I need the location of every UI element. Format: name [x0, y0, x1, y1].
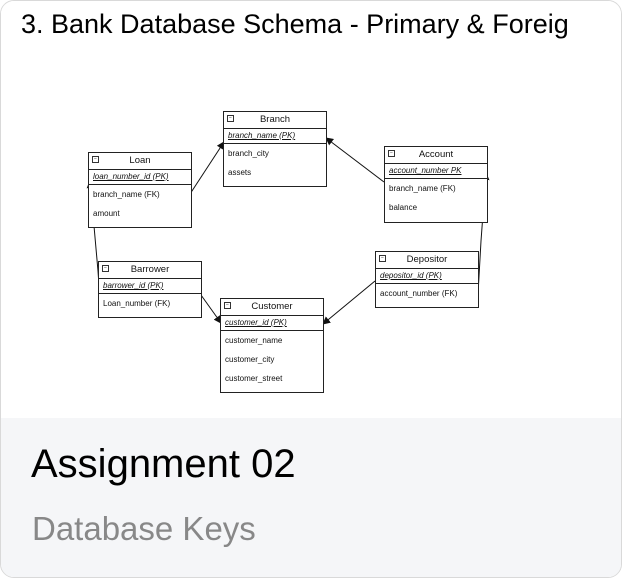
attribute: branch_name (FK) [389, 184, 456, 193]
entity-name: Loan [129, 155, 151, 166]
collapse-icon: − [227, 115, 234, 122]
card-footer: Assignment 02 Database Keys [1, 418, 621, 577]
attribute: assets [228, 168, 252, 177]
entity-account: − Account account_number PK branch_name (… [384, 146, 488, 223]
entity-name: Branch [259, 114, 291, 125]
attribute: balance [389, 203, 418, 212]
attribute: branch_city [228, 149, 269, 158]
attribute: branch_name (FK) [93, 190, 160, 199]
collapse-icon: − [92, 156, 99, 163]
entity-name: Barrower [130, 264, 170, 275]
attribute: amount [93, 209, 120, 218]
attribute: Loan_number (FK) [103, 299, 171, 308]
entity-depositor: − Depositor depositor_id (PK) account_num… [375, 251, 479, 308]
primary-key: account_number PK [385, 164, 487, 179]
entity-loan: − Loan loan_number_id (PK) branch_name (F… [88, 152, 192, 228]
entity-customer: − Customer customer_id (PK) customer_name… [220, 298, 324, 393]
rel-loan-branch [189, 141, 225, 195]
rel-depositor-customer [322, 280, 376, 325]
primary-key: customer_id (PK) [221, 316, 323, 331]
collapse-icon: − [388, 150, 395, 157]
card-subtitle: Database Keys [32, 510, 256, 547]
attribute: customer_street [225, 374, 283, 383]
entity-name: Account [418, 149, 454, 160]
attribute: account_number (FK) [380, 289, 458, 298]
collapse-icon: − [102, 265, 109, 272]
primary-key: branch_name (PK) [224, 129, 326, 144]
rel-account-branch [325, 137, 385, 183]
card-title[interactable]: Assignment 02 [31, 442, 296, 486]
collapse-icon: − [379, 255, 386, 262]
schema-preview: 3. Bank Database Schema - Primary & Fore… [1, 1, 621, 418]
primary-key: depositor_id (PK) [376, 269, 478, 284]
attribute: customer_name [225, 336, 283, 345]
entity-barrower: − Barrower barrower_id (PK) Loan_number (… [98, 261, 202, 318]
rel-barrower-customer [200, 294, 222, 324]
attribute: customer_city [225, 355, 275, 364]
slide-title: 3. Bank Database Schema - Primary & Fore… [21, 9, 569, 39]
primary-key: barrower_id (PK) [99, 279, 201, 294]
collapse-icon: − [224, 302, 231, 309]
entity-branch: − Branch branch_name (PK) branch_city ass… [223, 111, 327, 187]
primary-key: loan_number_id (PK) [89, 170, 191, 185]
entity-name: Depositor [406, 254, 448, 265]
entity-name: Customer [251, 301, 293, 312]
